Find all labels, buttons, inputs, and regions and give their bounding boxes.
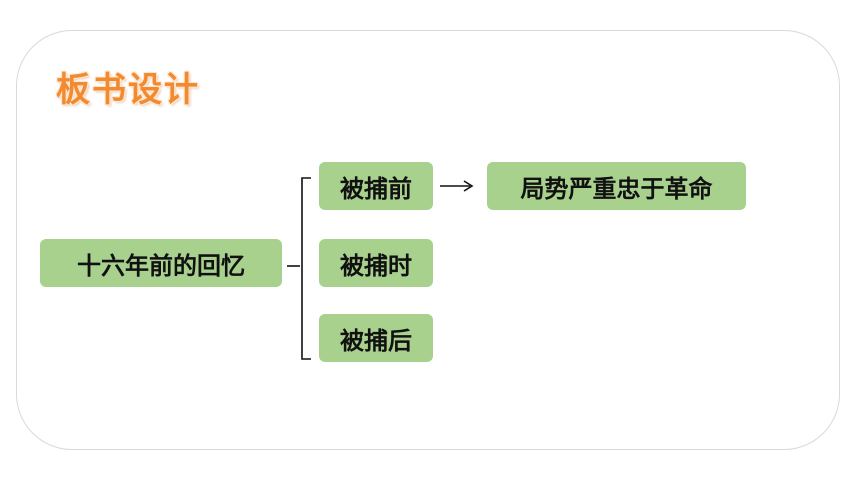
- branch-node-before-arrest: 被捕前: [319, 162, 433, 210]
- slide-title: 板书设计: [56, 70, 200, 110]
- branch-node-after-arrest: 被捕后: [319, 314, 433, 362]
- branch-node-during-arrest: 被捕时: [319, 239, 433, 287]
- result-node: 局势严重忠于革命: [487, 162, 746, 210]
- root-node: 十六年前的回忆: [40, 239, 282, 287]
